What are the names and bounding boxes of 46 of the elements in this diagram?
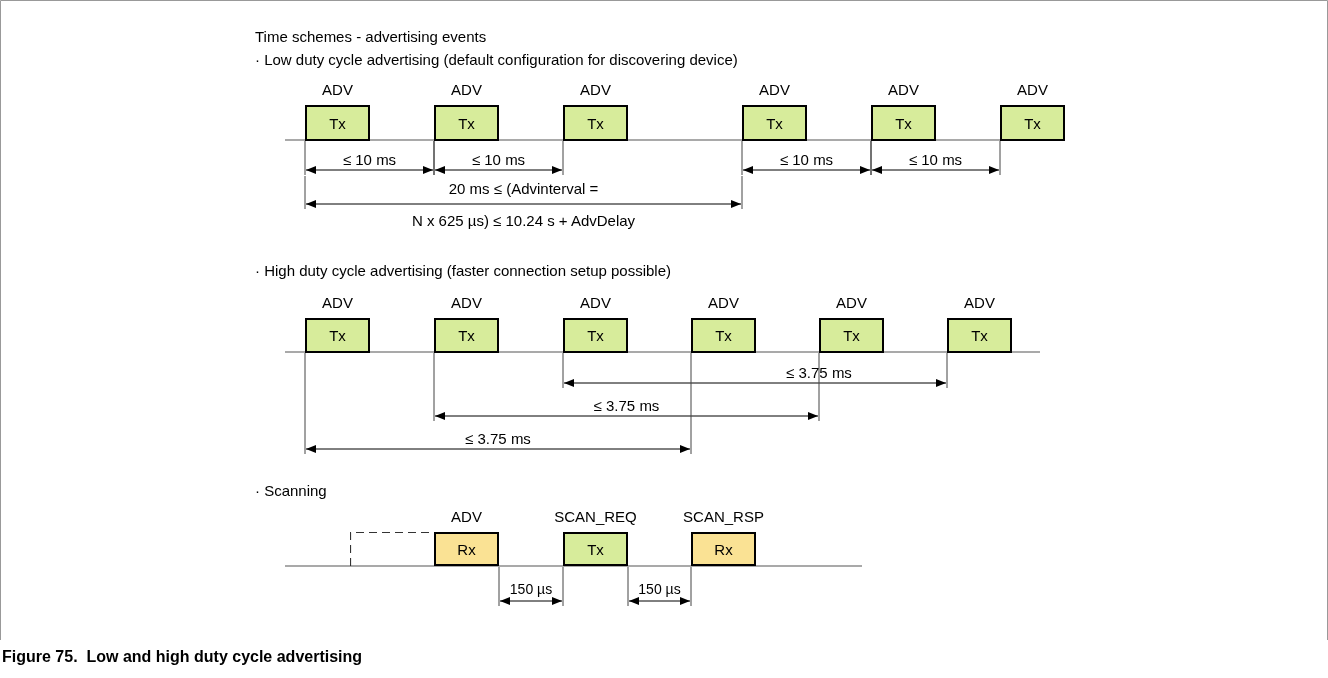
packet-name: ADV (707, 294, 740, 312)
dimension-text: 150 µs (638, 580, 681, 598)
packet-name: ADV (450, 508, 483, 526)
packet-name: ADV (321, 294, 354, 312)
transmit-slot: Tx (305, 105, 370, 141)
dimension-text: ≤ 10 ms (342, 151, 397, 169)
section-title: Time schemes - advertising events (255, 28, 487, 46)
receive-slot: Rx (434, 532, 499, 566)
figure-caption: Figure 75. Low and high duty cycle advertising (2, 648, 363, 666)
dimension-text: 20 ms ≤ (Advinterval = (448, 180, 599, 198)
transmit-slot: Tx (434, 105, 499, 141)
transmit-slot: Tx (871, 105, 936, 141)
packet-name: ADV (450, 294, 483, 312)
dimension-text: ≤ 3.75 ms (593, 397, 660, 415)
receive-slot: Rx (691, 532, 756, 566)
transmit-slot: Tx (1000, 105, 1065, 141)
packet-name: SCAN_REQ (553, 508, 638, 526)
packet-name: ADV (579, 81, 612, 99)
dimension-text: ≤ 10 ms (471, 151, 526, 169)
transmit-slot: Tx (947, 318, 1012, 353)
transmit-slot: Tx (563, 318, 628, 353)
dimension-text: ≤ 3.75 ms (786, 364, 852, 382)
packet-name: ADV (887, 81, 920, 99)
dimension-text: ≤ 3.75 ms (465, 430, 531, 448)
dimension-text: 150 µs (509, 580, 553, 598)
packet-name: ADV (579, 294, 612, 312)
packet-name: ADV (450, 81, 483, 99)
dimension-text: ≤ 10 ms (908, 151, 963, 169)
section-heading: · High duty cycle advertising (faster connection setup possible) (255, 262, 672, 280)
transmit-slot: Tx (305, 318, 370, 353)
packet-name: SCAN_RSP (682, 508, 765, 526)
packet-name: ADV (321, 81, 354, 99)
transmit-slot: Tx (691, 318, 756, 353)
transmit-slot: Tx (819, 318, 884, 353)
dimension-text: N x 625 µs) ≤ 10.24 s + AdvDelay (411, 212, 636, 230)
packet-name: ADV (835, 294, 868, 312)
dimension-text: ≤ 10 ms (779, 151, 834, 169)
transmit-slot: Tx (563, 532, 628, 566)
transmit-slot: Tx (434, 318, 499, 353)
packet-name: ADV (963, 294, 996, 312)
packet-name: ADV (1016, 81, 1049, 99)
transmit-slot: Tx (742, 105, 807, 141)
section-heading: · Low duty cycle advertising (default configuration for discovering device) (255, 51, 738, 69)
section-heading: · Scanning (255, 482, 327, 500)
transmit-slot: Tx (563, 105, 628, 141)
packet-name: ADV (758, 81, 791, 99)
